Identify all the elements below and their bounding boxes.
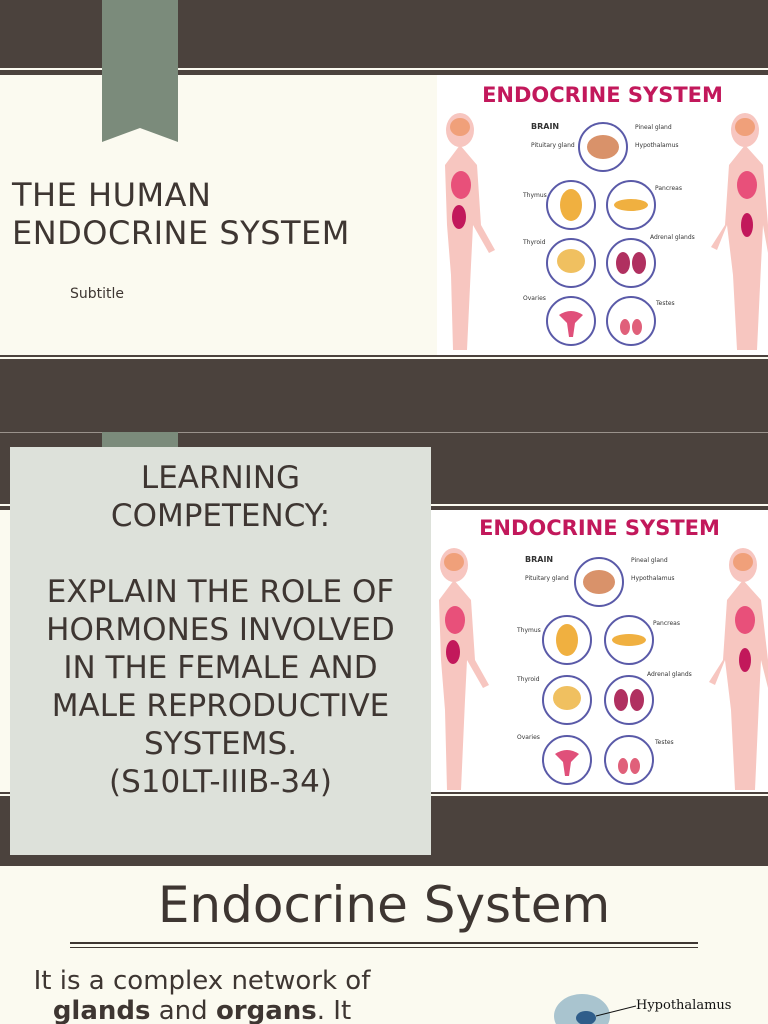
slide1-title-line1: THE HUMAN: [12, 176, 212, 214]
label-ovaries: Ovaries: [523, 295, 546, 302]
infographic-title: ENDOCRINE SYSTEM: [482, 83, 723, 107]
competency-line-8: (S10LT-IIIB-34): [109, 764, 332, 800]
slide1-subtitle: Subtitle: [70, 286, 125, 302]
label-thymus-2: Thymus: [517, 627, 541, 634]
slide3-body: [0, 866, 768, 1024]
label-pineal: Pineal gland: [635, 124, 672, 131]
infographic-drawing-2: [439, 548, 768, 790]
learning-competency-box: LEARNING COMPETENCY: EXPLAIN THE ROLE OF…: [10, 447, 431, 855]
organ-circles: [546, 122, 656, 346]
label-testes: Testes: [656, 300, 675, 307]
organ-circles: [542, 557, 654, 785]
competency-line-0: LEARNING: [140, 460, 301, 496]
slide3-text-glands: glands: [52, 996, 151, 1024]
slide3-body-text: It is a complex network of glands and or…: [12, 966, 392, 1024]
infographic-drawing: [445, 113, 768, 350]
infographic-title-2: ENDOCRINE SYSTEM: [479, 516, 720, 540]
competency-line-2: [10, 535, 431, 573]
label-thyroid-2: Thyroid: [517, 676, 540, 683]
endocrine-infographic-1: ENDOCRINE SYSTEM: [437, 75, 768, 355]
competency-line-6: MALE REPRODUCTIVE: [51, 688, 390, 724]
competency-line-5: IN THE FEMALE AND: [63, 650, 378, 686]
slide1-top-rule: [0, 68, 768, 70]
label-brain: BRAIN: [531, 122, 560, 131]
female-body-icon: [445, 113, 495, 350]
brain-diagram-icon: [554, 994, 637, 1024]
slide1-ribbon: [102, 0, 178, 142]
slide1-title: THE HUMAN ENDOCRINE SYSTEM: [12, 176, 412, 252]
male-body-icon: [709, 548, 768, 790]
slide2-top-rule: [0, 432, 768, 433]
slide3-title: Endocrine System: [157, 876, 611, 934]
competency-line-1: COMPETENCY:: [110, 498, 331, 534]
competency-line-3: EXPLAIN THE ROLE OF: [46, 574, 395, 610]
competency-line-4: HORMONES INVOLVED: [46, 612, 395, 648]
label-pancreas-2: Pancreas: [653, 620, 680, 627]
label-thymus: Thymus: [523, 192, 547, 199]
label-pineal-2: Pineal gland: [631, 557, 668, 564]
hypothalamus-label: Hypothalamus: [636, 998, 732, 1013]
slide1-bottom-rule: [0, 357, 768, 359]
slide3-title-rule-1: [70, 942, 698, 944]
label-pituitary-2: Pituitary gland: [525, 575, 569, 582]
female-body-icon: [439, 548, 489, 790]
slide3-text-part3: . It: [316, 996, 352, 1024]
competency-line-7: SYSTEMS.: [143, 726, 298, 762]
label-adrenal: Adrenal glands: [650, 234, 695, 241]
label-brain-2: BRAIN: [525, 555, 554, 564]
label-hypothalamus: Hypothalamus: [635, 142, 679, 149]
label-testes-2: Testes: [655, 739, 674, 746]
label-pancreas: Pancreas: [655, 185, 682, 192]
label-hypothalamus-2: Hypothalamus: [631, 575, 675, 582]
slide3-text-part1: It is a complex network of: [33, 966, 371, 996]
slide3-title-rule-2: [70, 947, 698, 948]
slide3-text-part2: and: [150, 996, 216, 1024]
label-adrenal-2: Adrenal glands: [647, 671, 692, 678]
male-body-icon: [711, 113, 768, 350]
label-thyroid: Thyroid: [523, 239, 546, 246]
label-ovaries-2: Ovaries: [517, 734, 540, 741]
slide3-text-organs: organs: [215, 996, 317, 1024]
slide1-title-line2: ENDOCRINE SYSTEM: [12, 214, 350, 252]
endocrine-infographic-2: ENDOCRINE SYSTEM: [431, 510, 768, 792]
label-pituitary: Pituitary gland: [531, 142, 575, 149]
